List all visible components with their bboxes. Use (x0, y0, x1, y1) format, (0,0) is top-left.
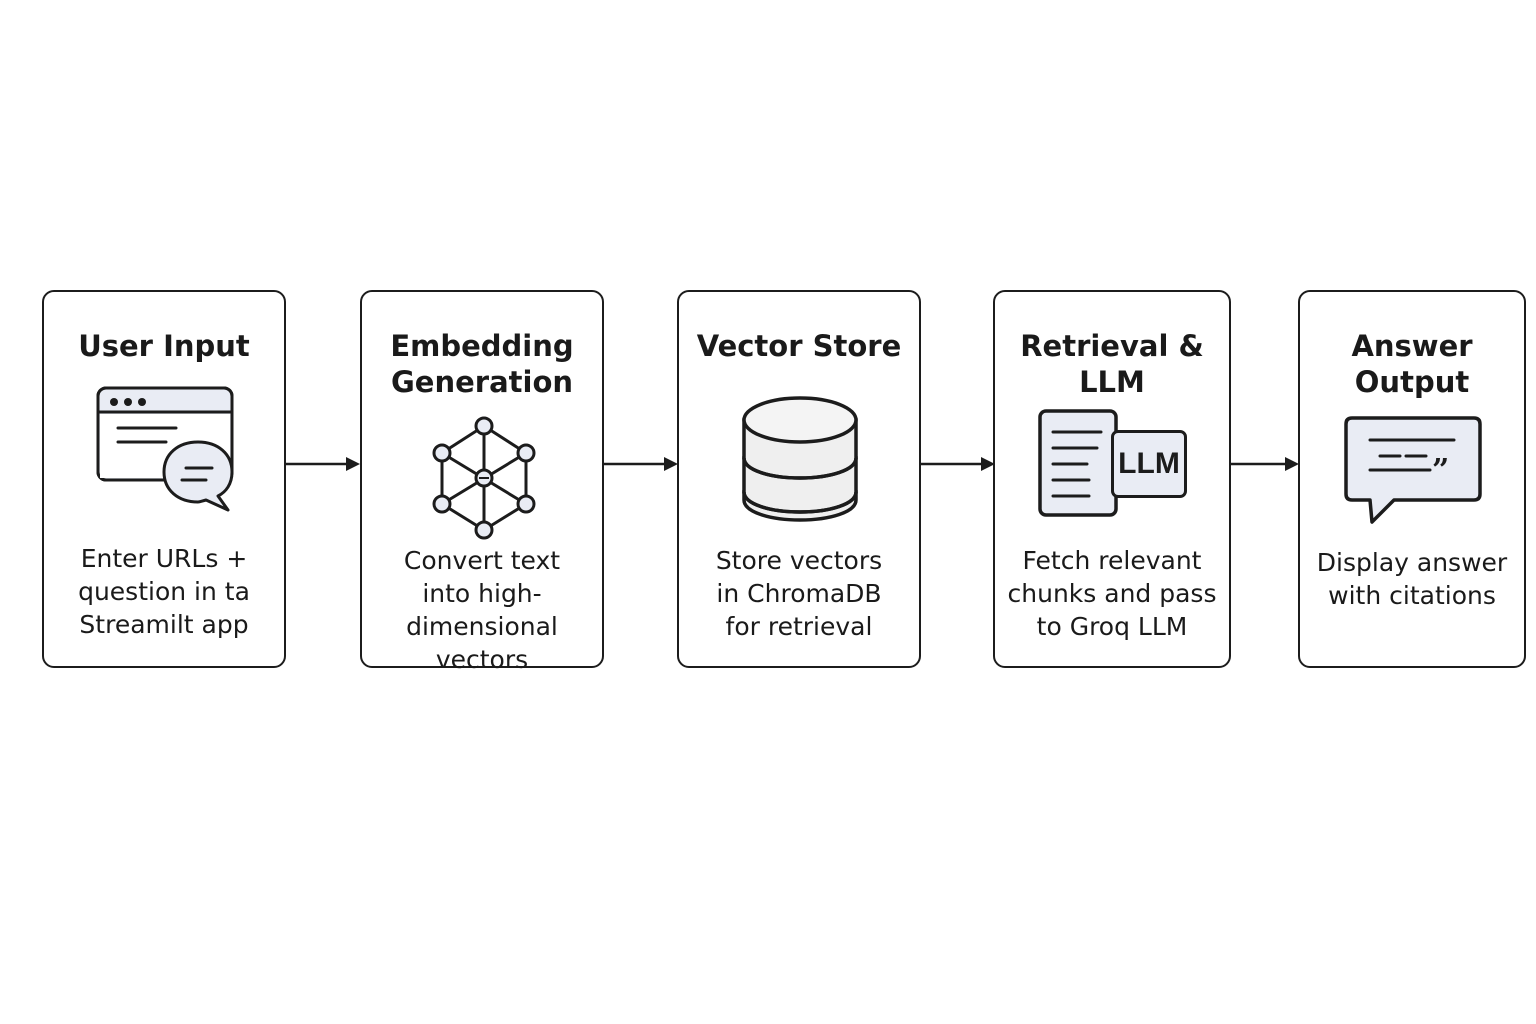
browser-chat-icon (96, 386, 234, 512)
arrow-icon (286, 457, 360, 471)
llm-badge: LLM (1111, 430, 1187, 498)
step-vector-store: Vector Store Store vectors in ChromaDB f… (677, 290, 921, 668)
step-description: Store vectors in ChromaDB for retrieval (715, 546, 883, 641)
quote-bubble-icon: ” (1344, 416, 1482, 524)
network-graph-icon (432, 416, 536, 540)
svg-text:”: ” (1432, 453, 1449, 488)
arrow-icon (1231, 457, 1299, 471)
arrow-icon (604, 457, 678, 471)
document-icon (1038, 409, 1118, 517)
llm-label: LLM (1118, 447, 1180, 480)
step-title: Embedding Generation (390, 329, 574, 399)
arrow-icon (921, 457, 995, 471)
database-icon (742, 396, 858, 522)
step-title: User Input (78, 329, 250, 363)
document-llm-icon: LLM (1037, 408, 1195, 518)
step-description: Convert text into high- dimensional vect… (403, 546, 561, 674)
step-description: Display answer with citations (1316, 548, 1508, 610)
step-description: Enter URLs + question in ta Streamilt ap… (78, 544, 250, 639)
step-answer-output: Answer Output ” Display answer with cita… (1298, 290, 1526, 668)
step-embedding-generation: Embedding Generation (360, 290, 604, 674)
step-title: Answer Output (1351, 329, 1473, 399)
step-description: Fetch relevant chunks and pass to Groq L… (1007, 546, 1217, 641)
step-retrieval-llm: Retrieval & LLM LLM Fetch relevant chunk… (993, 290, 1231, 668)
step-user-input: User Input Enter URLs + question in ta S… (42, 290, 286, 668)
step-title: Vector Store (696, 329, 902, 363)
step-title: Retrieval & LLM (1020, 329, 1204, 399)
